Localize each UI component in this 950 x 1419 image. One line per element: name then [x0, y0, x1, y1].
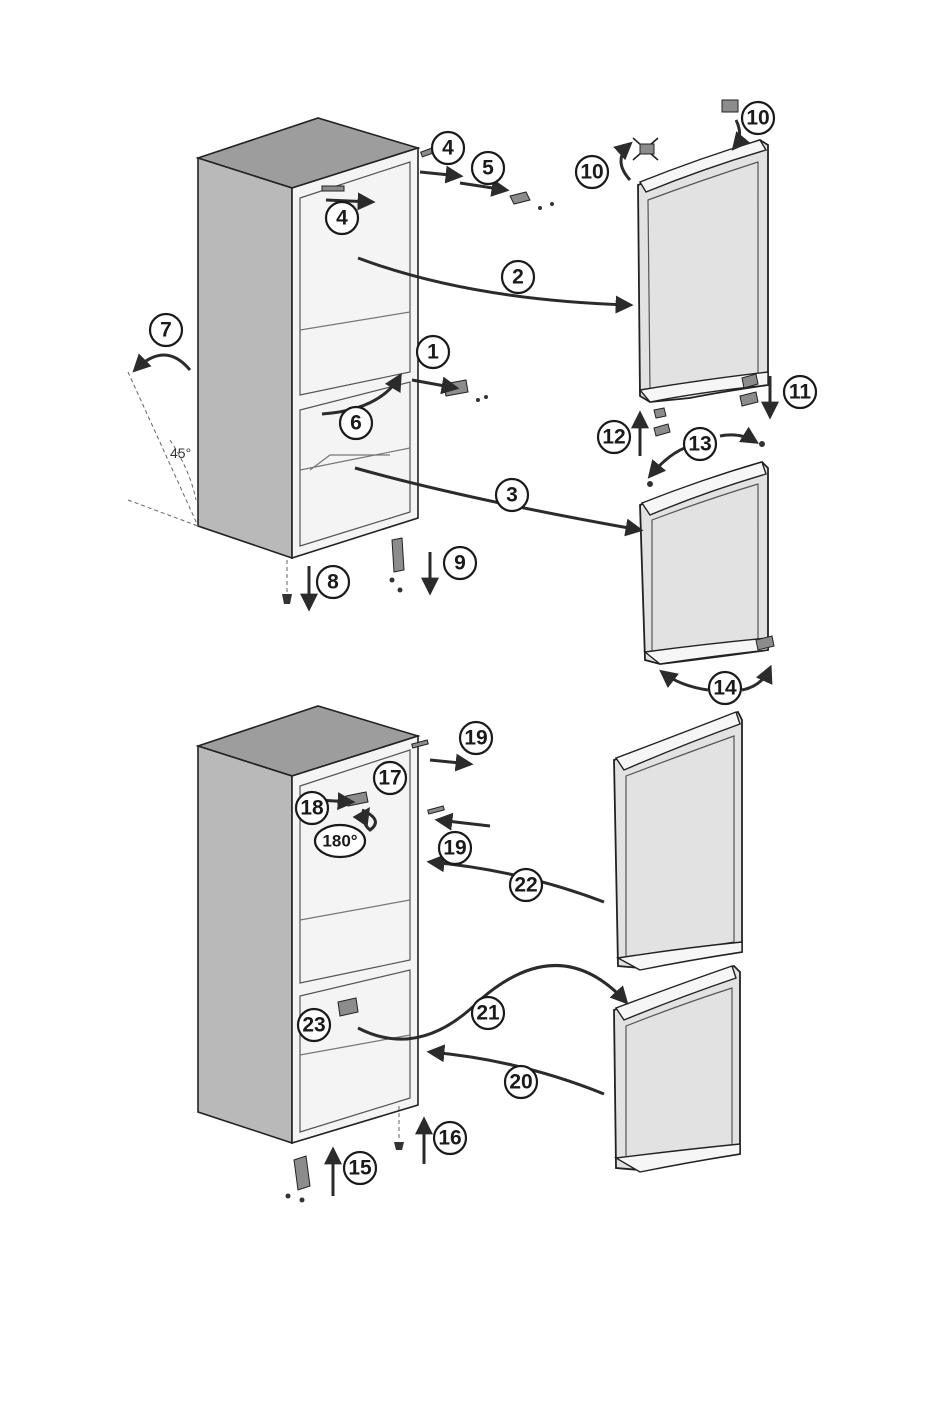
- callout-23: 23: [298, 1009, 330, 1041]
- svg-text:13: 13: [688, 433, 711, 456]
- fridge-cabinet-bottom: [198, 706, 444, 1143]
- callout-15: 15: [344, 1152, 376, 1184]
- callout-5: 5: [472, 152, 504, 184]
- callout-11: 11: [784, 376, 816, 408]
- callout-1: 1: [417, 336, 449, 368]
- callout-21: 21: [472, 997, 504, 1029]
- svg-text:14: 14: [713, 677, 737, 700]
- svg-text:2: 2: [512, 266, 524, 289]
- tilt-guide: 45°: [128, 372, 198, 526]
- svg-text:18: 18: [300, 797, 324, 820]
- svg-text:19: 19: [443, 837, 466, 860]
- callout-3: 3: [496, 479, 528, 511]
- upper-door-reinstall: [614, 712, 742, 970]
- callout-19b: 19: [439, 832, 471, 864]
- svg-text:4: 4: [442, 137, 454, 160]
- svg-text:19: 19: [464, 727, 487, 750]
- svg-text:12: 12: [602, 426, 625, 449]
- svg-text:15: 15: [348, 1157, 372, 1180]
- callout-12: 12: [598, 421, 630, 453]
- svg-text:4: 4: [336, 207, 348, 230]
- fridge-cabinet-top: [198, 118, 418, 558]
- callout-4b: 4: [326, 202, 358, 234]
- callout-2: 2: [502, 261, 534, 293]
- callout-16: 16: [434, 1122, 466, 1154]
- callout-10a: 10: [742, 102, 774, 134]
- svg-text:20: 20: [509, 1071, 532, 1094]
- callout-6: 6: [340, 407, 372, 439]
- svg-text:6: 6: [350, 412, 362, 435]
- svg-text:3: 3: [506, 484, 518, 507]
- callout-17: 17: [374, 762, 406, 794]
- svg-text:22: 22: [514, 874, 537, 897]
- svg-text:5: 5: [482, 157, 494, 180]
- callout-9: 9: [444, 547, 476, 579]
- svg-text:9: 9: [454, 552, 466, 575]
- svg-text:1: 1: [427, 341, 439, 364]
- callout-18: 18: [296, 792, 328, 824]
- callout-8: 8: [317, 566, 349, 598]
- top-figure: 45°: [128, 100, 774, 690]
- callout-13: 13: [684, 428, 716, 460]
- upper-door-removed: [633, 100, 768, 402]
- svg-text:21: 21: [476, 1002, 500, 1025]
- callout-22: 22: [510, 869, 542, 901]
- callout-4a: 4: [432, 132, 464, 164]
- callout-20: 20: [505, 1066, 537, 1098]
- angle-label: 45°: [170, 445, 191, 461]
- callout-14: 14: [709, 672, 741, 704]
- svg-text:7: 7: [160, 319, 172, 342]
- svg-text:17: 17: [378, 767, 401, 790]
- svg-text:180°: 180°: [322, 832, 357, 851]
- callout-10b: 10: [576, 156, 608, 188]
- svg-text:10: 10: [580, 161, 603, 184]
- svg-text:10: 10: [746, 107, 769, 130]
- rotation-label: 180°: [315, 825, 365, 857]
- lower-door-removed: [640, 374, 774, 664]
- svg-text:11: 11: [789, 381, 812, 404]
- bottom-figure: [198, 706, 742, 1203]
- callout-19a: 19: [460, 722, 492, 754]
- svg-text:16: 16: [438, 1127, 461, 1150]
- svg-text:23: 23: [302, 1014, 325, 1037]
- svg-text:8: 8: [327, 571, 339, 594]
- lower-door-reinstall: [614, 966, 740, 1172]
- callout-7: 7: [150, 314, 182, 346]
